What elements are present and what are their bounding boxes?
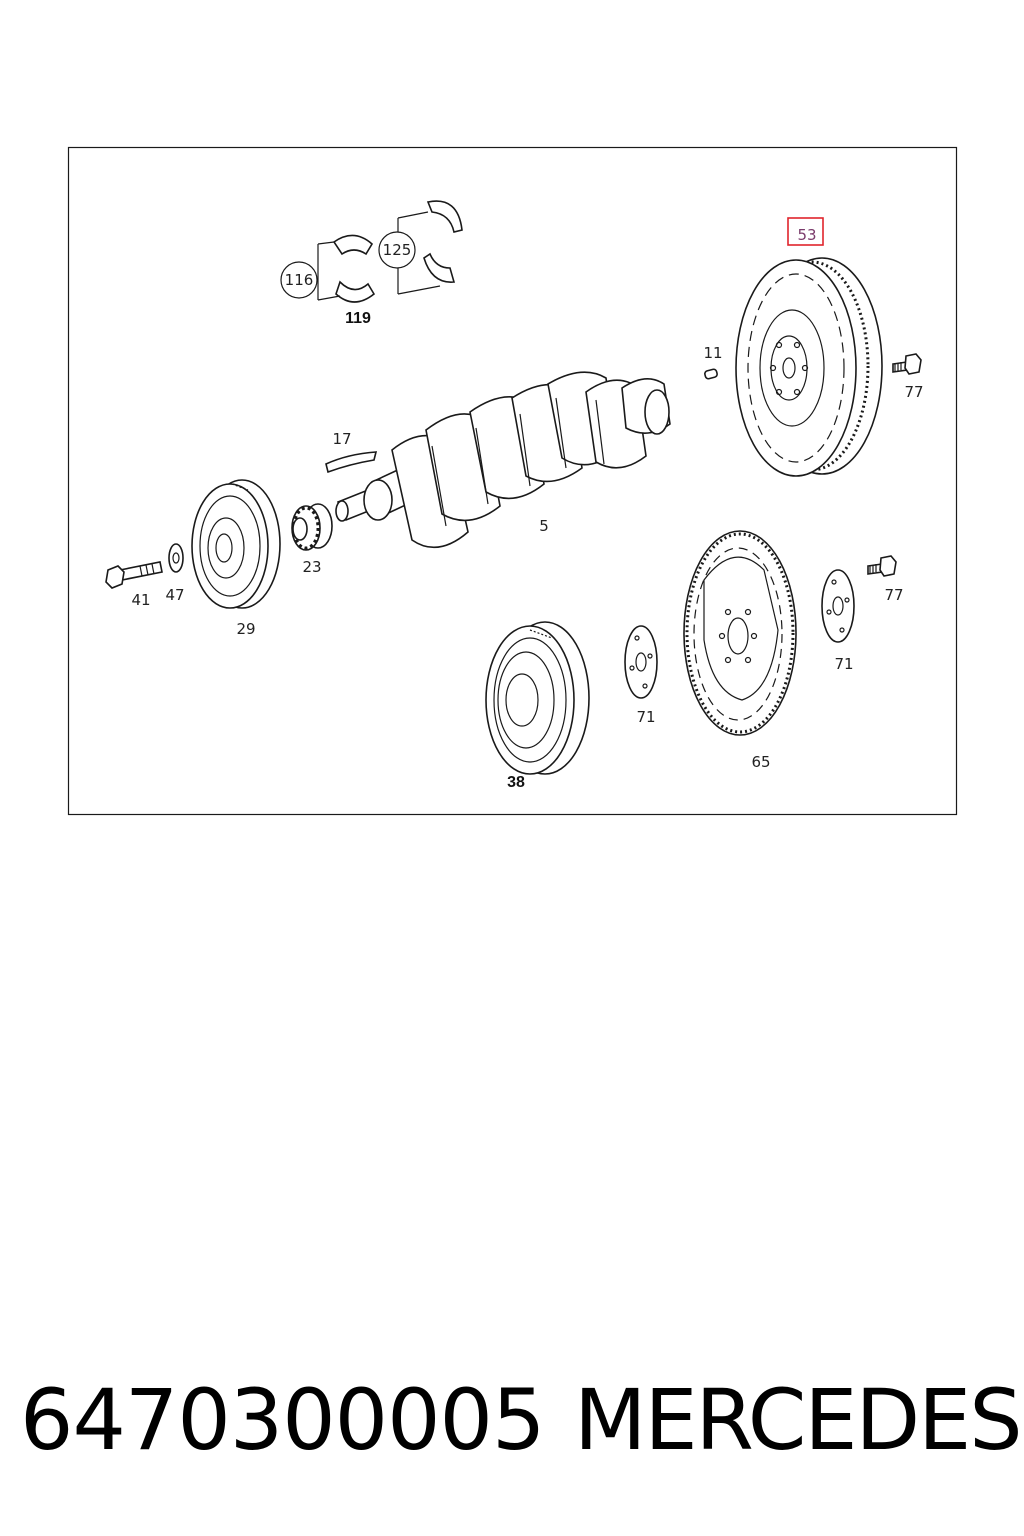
callout-circle-125 bbox=[378, 231, 416, 269]
spacer-plate-71-right bbox=[821, 569, 855, 643]
callout-125: 125 bbox=[383, 241, 412, 259]
dowel-pin bbox=[704, 368, 718, 380]
woodruff-key bbox=[325, 451, 378, 474]
callout-65: 65 bbox=[751, 753, 770, 771]
crankshaft-sprocket bbox=[291, 503, 333, 551]
part-number: 6470300005 bbox=[20, 1371, 545, 1469]
callout-47: 47 bbox=[165, 586, 184, 604]
callout-11: 11 bbox=[703, 344, 722, 362]
dual-mass-flywheel bbox=[735, 257, 883, 477]
callout-5: 5 bbox=[539, 517, 549, 535]
bearing-shells bbox=[317, 200, 463, 303]
callout-29: 29 bbox=[236, 620, 255, 638]
flexplate-bolt-lower bbox=[867, 555, 897, 577]
brand-name: MERCEDES bbox=[574, 1371, 1023, 1469]
vibration-damper-38 bbox=[485, 621, 590, 775]
highlight-box-53 bbox=[787, 217, 824, 246]
callout-23: 23 bbox=[302, 558, 321, 576]
crankshaft bbox=[335, 371, 671, 549]
flex-plate-65 bbox=[683, 530, 797, 736]
pulley-bolt-41 bbox=[105, 561, 163, 589]
callout-77-upper: 77 bbox=[904, 383, 923, 401]
callout-circle-116 bbox=[280, 261, 318, 299]
callout-116: 116 bbox=[285, 271, 314, 289]
callout-71-left: 71 bbox=[636, 708, 655, 726]
footer-caption: 6470300005 MERCEDES bbox=[0, 1365, 1024, 1475]
callout-71-right: 71 bbox=[834, 655, 853, 673]
callout-17: 17 bbox=[332, 430, 351, 448]
callout-41: 41 bbox=[131, 591, 150, 609]
callout-119: 119 bbox=[345, 310, 371, 327]
exploded-parts-diagram: 116 125 119 53 11 77 bbox=[67, 146, 958, 816]
washer-47 bbox=[168, 543, 184, 573]
flywheel-bolt-upper bbox=[892, 353, 922, 375]
spacer-plate-71-left bbox=[624, 625, 658, 699]
callout-77-lower: 77 bbox=[884, 586, 903, 604]
vibration-damper-29 bbox=[191, 479, 281, 609]
callout-38: 38 bbox=[507, 774, 525, 791]
callout-53: 53 bbox=[797, 226, 816, 244]
